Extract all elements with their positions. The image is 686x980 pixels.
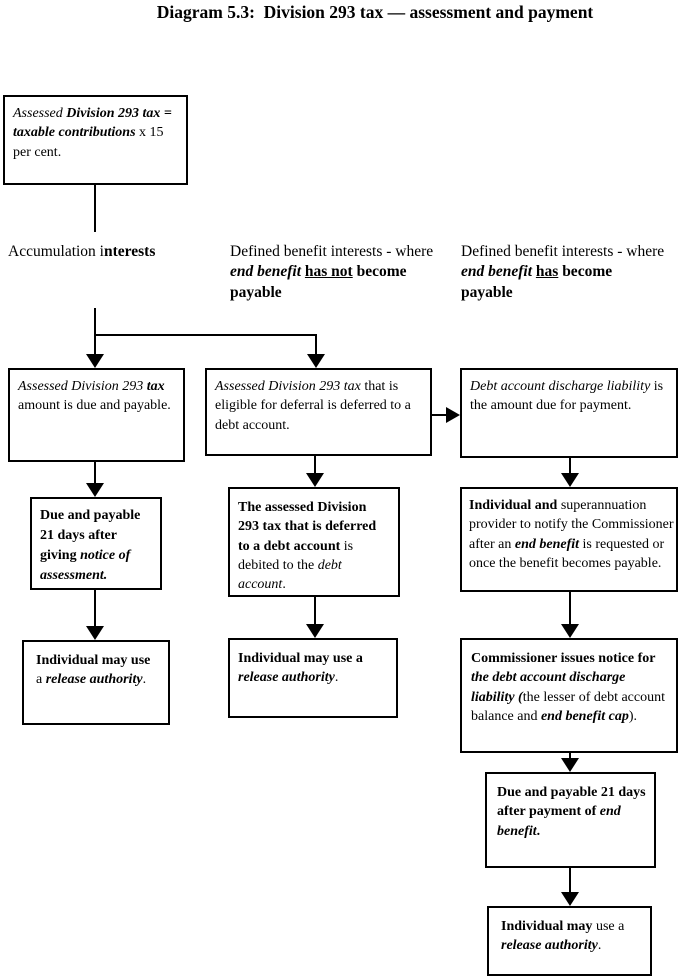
connector-line (314, 597, 316, 627)
box-notify-commissioner: Individual and superannuation provider t… (460, 487, 678, 592)
arrowhead-down-icon (561, 624, 579, 638)
box-release-authority-end: Individual may use a release authority. (487, 906, 652, 976)
connector-line (569, 458, 571, 476)
box-due-21-days-end-benefit: Due and payable 21 days after payment of… (485, 772, 656, 868)
arrowhead-down-icon (86, 483, 104, 497)
header-defined-benefit-payable: Defined benefit interests - where end be… (461, 243, 665, 301)
box-discharge-liability: Debt account discharge liability is the … (460, 368, 678, 458)
arrowhead-down-icon (306, 624, 324, 638)
arrowhead-down-icon (86, 626, 104, 640)
box-debited-debt-account: The assessed Division 293 tax that is de… (228, 487, 400, 597)
box-release-authority-db: Individual may use a release authority. (228, 638, 398, 718)
arrowhead-down-icon (561, 892, 579, 906)
connector-line (94, 334, 317, 336)
box-formula: Assessed Division 293 tax = taxable cont… (3, 95, 188, 185)
box-commissioner-notice: Commissioner issues notice for the debt … (460, 638, 678, 753)
connector-line (569, 868, 571, 895)
diagram-title: Diagram 5.3: Division 293 tax — assessme… (156, 2, 594, 22)
connector-line (569, 592, 571, 627)
arrowhead-down-icon (86, 354, 104, 368)
connector-line (94, 185, 96, 232)
arrowhead-right-icon (446, 407, 460, 423)
connector-line (94, 462, 96, 486)
connector-line (315, 334, 317, 356)
connector-line (569, 753, 571, 762)
arrowhead-down-icon (307, 354, 325, 368)
connector-line (94, 590, 96, 629)
arrowhead-down-icon (306, 473, 324, 487)
box-deferred-debt-account: Assessed Division 293 tax that is eligib… (205, 368, 432, 456)
box-release-authority-acc: Individual may use a release authority. (22, 640, 170, 725)
connector-line (94, 308, 96, 356)
connector-line (432, 414, 447, 416)
box-due-21-days-notice: Due and payable 21 days after giving not… (30, 497, 162, 590)
arrowhead-down-icon (561, 758, 579, 772)
header-accumulation-interests: Accumulation interests (8, 243, 156, 260)
box-acc-due-payable: Assessed Division 293 tax amount is due … (8, 368, 185, 462)
connector-line (314, 456, 316, 476)
header-defined-benefit-not-payable: Defined benefit interests - where end be… (230, 243, 434, 301)
arrowhead-down-icon (561, 473, 579, 487)
